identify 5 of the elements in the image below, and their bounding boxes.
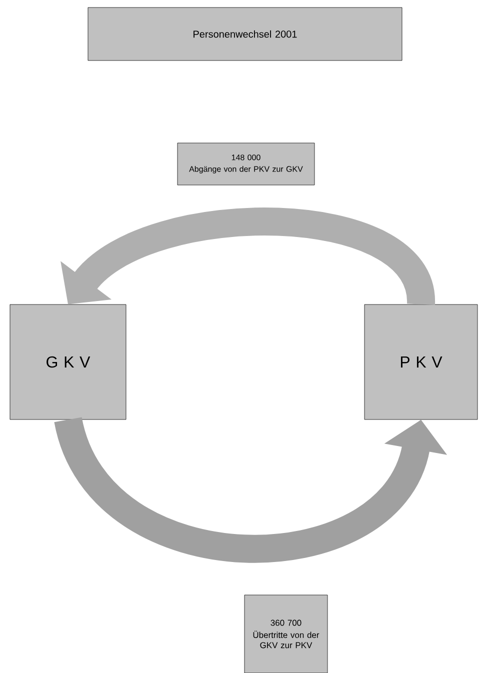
text-box: G K V xyxy=(10,304,126,420)
text-box: P K V xyxy=(364,304,478,420)
text-box: 360 700 Übertritte von der GKV zur PKV xyxy=(244,594,328,673)
text-box: 148 000 Abgänge von der PKV zur GKV xyxy=(177,142,315,186)
text-box: Personenwechsel 2001 xyxy=(88,7,402,61)
